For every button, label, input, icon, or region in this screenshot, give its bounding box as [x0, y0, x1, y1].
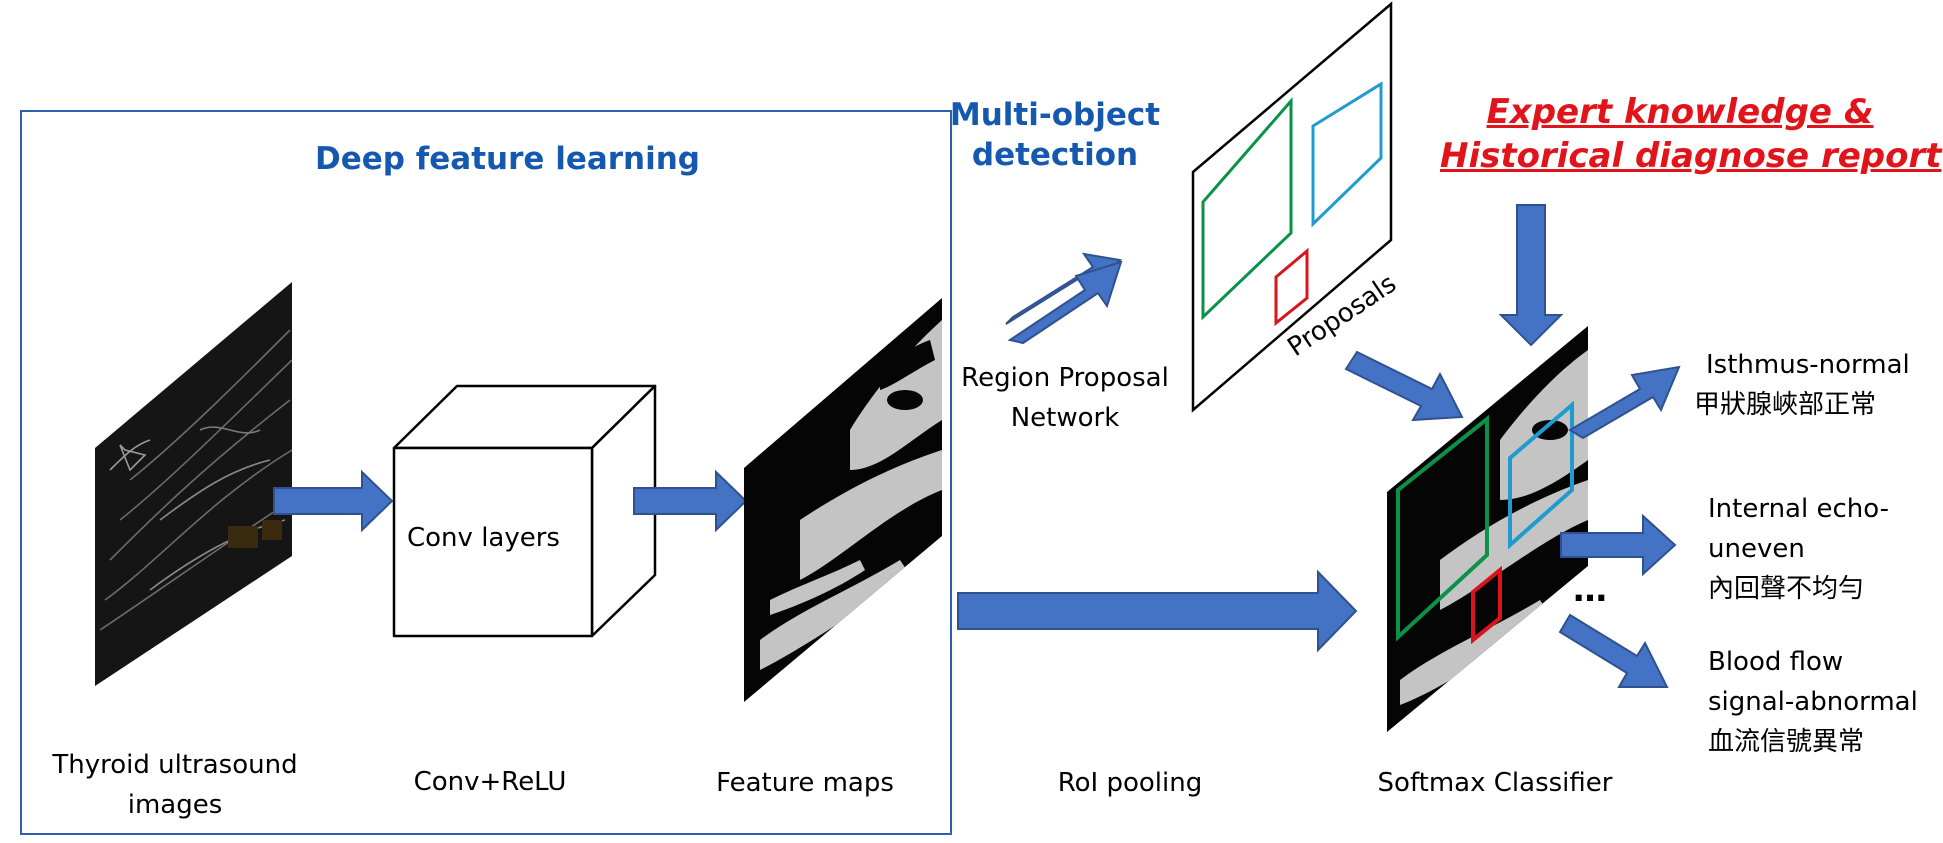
proposal-box-red — [1274, 247, 1309, 327]
classifier-box-blue — [1508, 400, 1574, 550]
feature-maps-label: Feature maps — [716, 768, 894, 798]
arrow-roi-pooling — [957, 569, 1358, 653]
expert-line1: Expert knowledge & — [1486, 92, 1874, 132]
output-1: Isthmus-normal 甲狀腺峽部正常 — [1694, 345, 1910, 425]
feature-map-image — [744, 298, 942, 702]
conv-layers-cube — [392, 384, 657, 638]
arrow-conv-to-features — [633, 469, 748, 533]
input-label-line1: Thyroid ultrasound — [52, 750, 298, 780]
roi-pooling-label: RoI pooling — [1057, 768, 1203, 798]
proposal-box-blue — [1311, 81, 1383, 228]
arrow-expert-down — [1498, 204, 1564, 347]
classifier-box-red — [1471, 565, 1502, 645]
deep-feature-title: Deep feature learning — [315, 141, 701, 177]
softmax-label: Softmax Classifier — [1377, 768, 1613, 798]
input-label: Thyroid ultrasound images — [35, 745, 315, 825]
proposals-panel — [1191, 1, 1393, 413]
input-label-line2: images — [127, 790, 223, 820]
arrow-rpn-body — [1007, 260, 1123, 345]
output-2-line2: uneven — [1708, 534, 1805, 564]
output-2-line3: 內回聲不均勻 — [1708, 574, 1865, 604]
arrow-output-1 — [1568, 365, 1681, 440]
arrow-output-3 — [1558, 613, 1669, 688]
classifier-image — [1387, 326, 1588, 732]
rpn-label-line1: Region Proposal — [961, 363, 1169, 393]
conv-relu-label: Conv+ReLU — [413, 767, 567, 797]
multi-object-line2: detection — [971, 137, 1139, 173]
output-3: Blood flow signal-abnormal 血流信號異常 — [1708, 642, 1918, 762]
output-3-line1: Blood flow — [1708, 647, 1844, 677]
ellipsis-marker: … — [1573, 570, 1607, 610]
arrow-output-2 — [1560, 513, 1677, 577]
arrow-input-to-conv — [273, 469, 394, 533]
output-1-line2: 甲狀腺峽部正常 — [1694, 390, 1877, 420]
expert-line2: Historical diagnose report — [1440, 136, 1942, 176]
proposal-box-green — [1201, 96, 1293, 321]
output-2-line1: Internal echo- — [1708, 494, 1890, 524]
rpn-label-line2: Network — [1010, 403, 1120, 433]
classifier-box-green — [1396, 414, 1489, 642]
multi-object-detection-title: Multi-object detection — [945, 95, 1165, 175]
arrow-proposals-to-classifier — [1344, 350, 1464, 422]
conv-layers-label: Conv layers — [407, 523, 560, 553]
deep-feature-panel — [20, 110, 952, 835]
rpn-label: Region Proposal Network — [950, 358, 1180, 438]
output-1-line1: Isthmus-normal — [1706, 350, 1910, 380]
multi-object-line1: Multi-object — [949, 97, 1161, 133]
output-3-line3: 血流信號異常 — [1708, 727, 1865, 757]
expert-knowledge-title: Expert knowledge & Historical diagnose r… — [1440, 90, 1942, 178]
output-3-line2: signal-abnormal — [1708, 687, 1918, 717]
thyroid-ultrasound-image — [95, 282, 292, 686]
output-2: Internal echo- uneven 內回聲不均勻 — [1708, 489, 1889, 609]
